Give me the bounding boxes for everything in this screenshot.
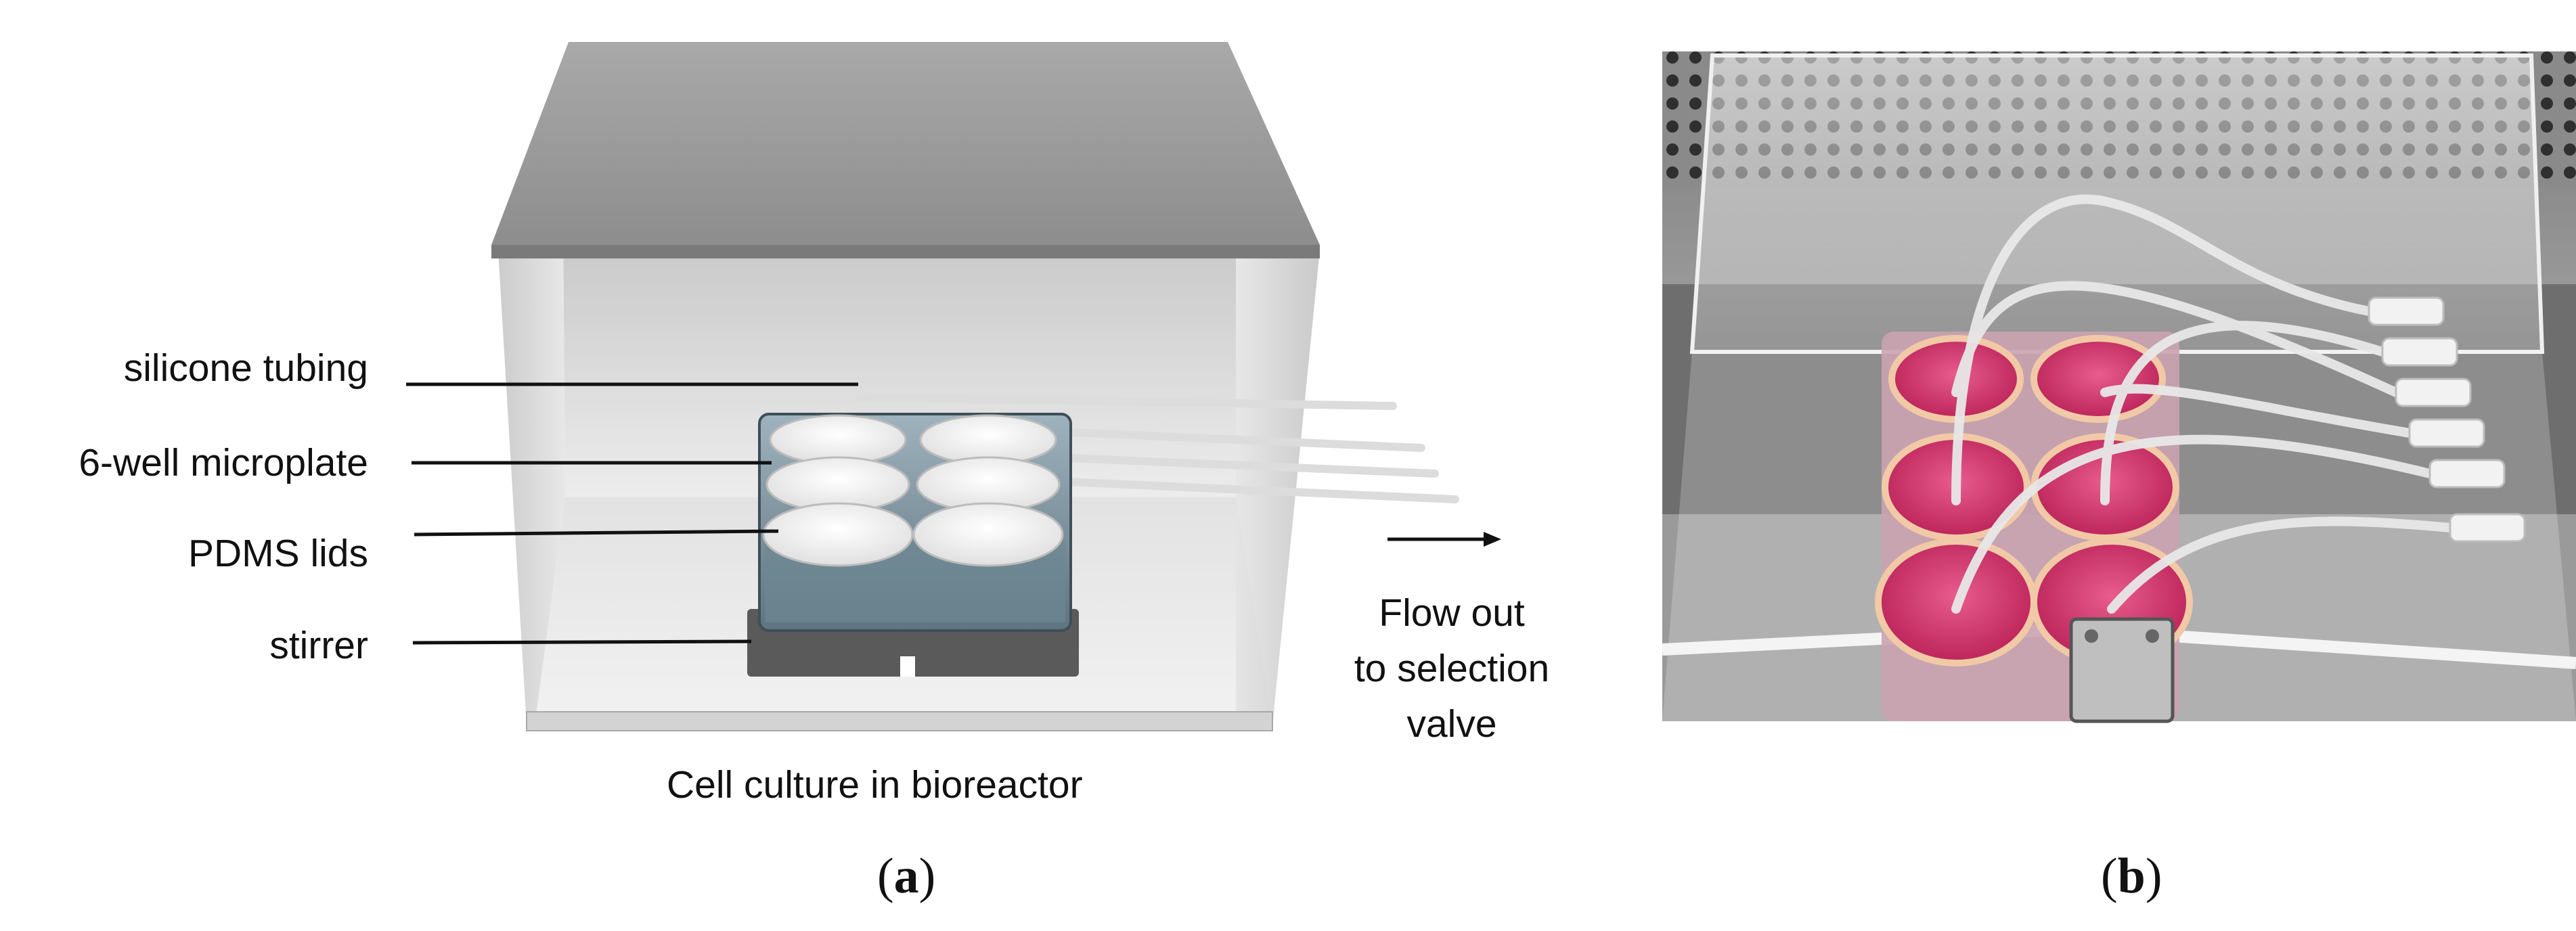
flow-line-1: Flow out	[1379, 591, 1525, 635]
panel-label-a: (a)	[877, 848, 936, 904]
box-left-wall	[498, 227, 565, 725]
label-microplate: 6-well microplate	[79, 441, 368, 484]
photo-latch	[2069, 617, 2175, 723]
label-stirrer: stirrer	[269, 624, 368, 667]
box-right-wall	[1236, 227, 1320, 725]
flow-out-text: Flow out to selection valve	[1337, 585, 1567, 752]
flow-arrow	[1387, 532, 1501, 547]
flow-line-2: to selection	[1354, 647, 1550, 690]
bioreactor-render	[406, 42, 1501, 731]
box-front-edge	[526, 711, 1273, 731]
leader-lines	[406, 382, 858, 645]
panel-a-render: silicone tubing 6-well microplate PDMS l…	[79, 42, 1567, 807]
panel-label-b: (b)	[2101, 848, 2162, 904]
panel-letter-a: a	[893, 848, 919, 904]
pdms-lids	[762, 414, 1064, 567]
label-pdms-lids: PDMS lids	[187, 532, 368, 575]
photo-connectors	[2368, 296, 2526, 543]
caption-panel-a: Cell culture in bioreactor	[667, 763, 1083, 807]
flow-line-3: valve	[1406, 702, 1497, 746]
panel-b-photo	[1638, 0, 2576, 931]
panel-letter-b: b	[2117, 848, 2146, 904]
bioreactor-photo	[1662, 51, 2576, 723]
label-silicone-tubing: silicone tubing	[123, 346, 368, 390]
photo-tubing	[1951, 194, 2455, 614]
box-lid	[491, 42, 1320, 245]
